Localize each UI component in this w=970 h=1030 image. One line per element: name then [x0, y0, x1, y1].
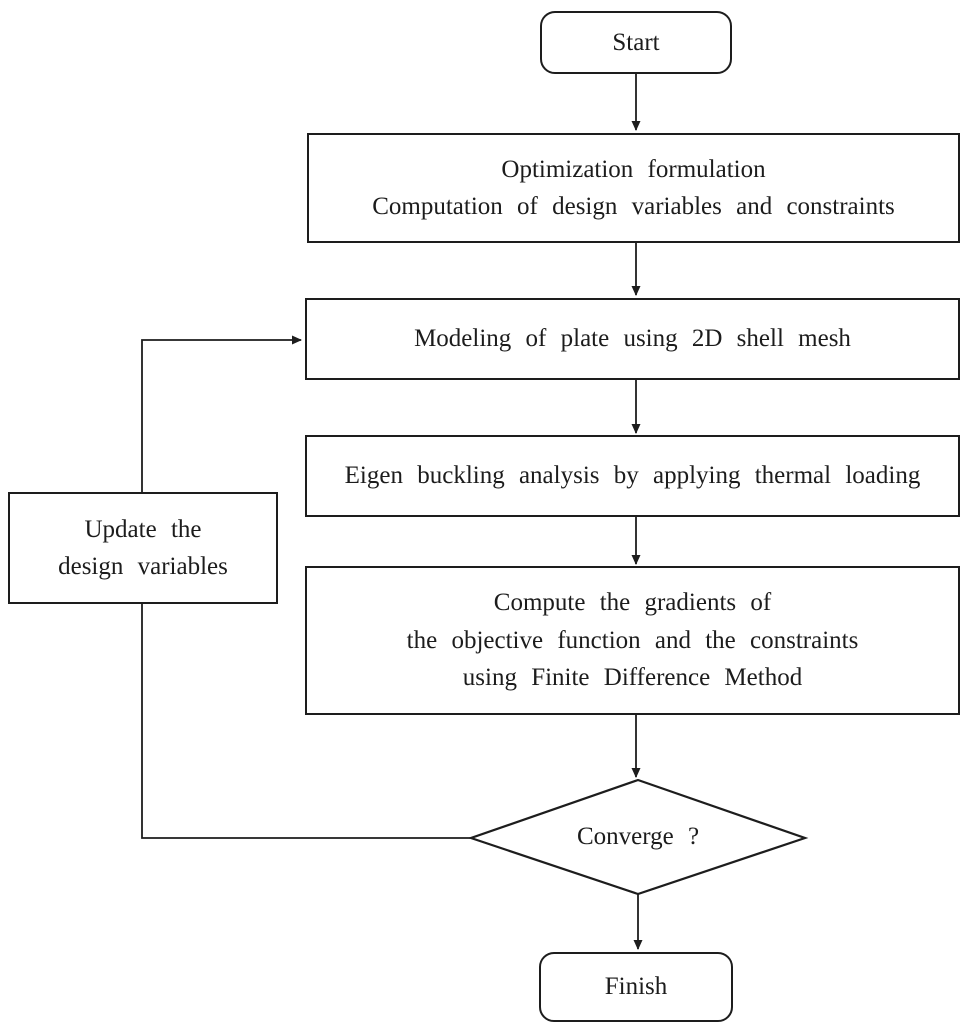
start-node: Start — [540, 11, 732, 74]
formulation-node: Optimization formulation Computation of … — [307, 133, 960, 243]
converge-label: Converge ? — [576, 823, 700, 850]
decision-diamond-shape — [467, 778, 809, 896]
gradients-line2: the objective function and the constrain… — [406, 626, 859, 654]
start-label: Start — [612, 28, 660, 56]
gradients-line3: using Finite Difference Method — [462, 664, 803, 692]
update-line2: design variables — [58, 553, 228, 580]
formulation-line2: Computation of design variables and cons… — [372, 193, 895, 220]
gradients-line1: Compute the gradients of — [493, 589, 772, 617]
update-line1: Update the — [84, 515, 202, 543]
finish-node: Finish — [539, 952, 733, 1022]
modeling-node: Modeling of plate using 2D shell mesh — [305, 298, 960, 380]
gradients-node: Compute the gradients of the objective f… — [305, 566, 960, 715]
modeling-label: Modeling of plate using 2D shell mesh — [414, 325, 851, 353]
formulation-line1: Optimization formulation — [501, 155, 766, 183]
finish-label: Finish — [604, 973, 668, 1001]
buckling-node: Eigen buckling analysis by applying ther… — [305, 435, 960, 517]
converge-decision-node: Converge ? — [471, 782, 805, 892]
buckling-label: Eigen buckling analysis by applying ther… — [344, 462, 921, 490]
update-node: Update the design variables — [8, 492, 278, 604]
